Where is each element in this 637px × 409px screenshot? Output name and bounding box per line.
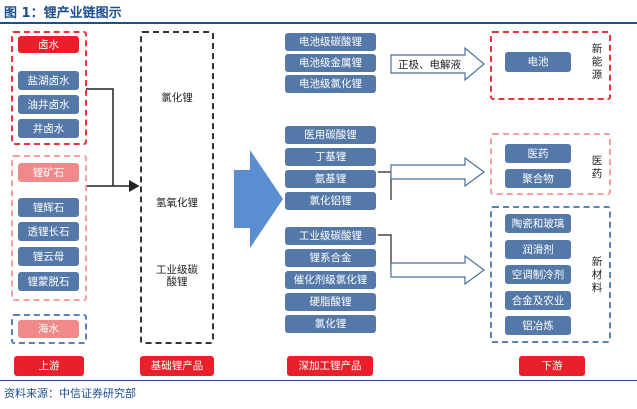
brine-item: 油井卤水 bbox=[18, 95, 79, 114]
downstream-medicine-label: 医药 bbox=[591, 155, 603, 180]
source-note: 资料来源：中信证券研究部 bbox=[4, 387, 136, 400]
downstream-energy-label: 新能源 bbox=[591, 43, 603, 81]
ore-item: 透锂长石 bbox=[18, 222, 79, 241]
downstream-item: 铝冶炼 bbox=[505, 316, 571, 335]
basic-product: 氢氧化锂 bbox=[147, 193, 207, 213]
sea-group bbox=[11, 314, 87, 344]
ore-item: 锂云母 bbox=[18, 247, 79, 266]
deep-product-pharma: 氯化铝锂 bbox=[285, 192, 376, 210]
downstream-medicine-group bbox=[490, 133, 611, 195]
downstream-item: 电池 bbox=[505, 52, 571, 72]
brine-item: 盐湖卤水 bbox=[18, 71, 79, 90]
downstream-energy-group bbox=[490, 31, 611, 100]
figure-title: 图 1：锂产业链图示 bbox=[4, 6, 122, 21]
basic-products-group bbox=[140, 31, 214, 344]
deep-product-battery: 电池级碳酸锂 bbox=[285, 33, 376, 51]
downstream-item: 聚合物 bbox=[505, 169, 571, 188]
ore-item: 锂蒙脱石 bbox=[18, 272, 79, 291]
deep-product-materials: 催化剂级氯化锂 bbox=[285, 271, 376, 289]
sea-item: 海水 bbox=[18, 320, 79, 338]
deep-product-pharma: 医用碳酸锂 bbox=[285, 126, 376, 144]
deep-product-materials: 氯化锂 bbox=[285, 315, 376, 333]
ore-header: 锂矿石 bbox=[18, 163, 79, 182]
ore-group bbox=[11, 155, 87, 301]
deep-product-materials: 硬脂酸锂 bbox=[285, 293, 376, 311]
deep-product-materials: 锂系合金 bbox=[285, 249, 376, 267]
ore-item: 锂辉石 bbox=[18, 198, 79, 217]
downstream-item: 医药 bbox=[505, 144, 571, 163]
downstream-item: 合金及农业 bbox=[505, 291, 571, 310]
stage-label-downstream: 下游 bbox=[519, 356, 585, 376]
deep-product-battery: 电池级金属锂 bbox=[285, 54, 376, 72]
downstream-item: 空调制冷剂 bbox=[505, 265, 571, 284]
downstream-materials-label: 新材料 bbox=[591, 256, 603, 294]
battery-arrow-label: 正极、电解液 bbox=[398, 59, 461, 71]
stage-label-deep: 深加工锂产品 bbox=[287, 356, 373, 376]
basic-product: 工业级碳酸锂 bbox=[149, 262, 205, 290]
deep-product-pharma: 氨基锂 bbox=[285, 170, 376, 188]
deep-product-materials: 工业级碳酸锂 bbox=[285, 227, 376, 245]
brine-group bbox=[11, 31, 87, 145]
deep-product-battery: 电池级氯化锂 bbox=[285, 75, 376, 93]
basic-product: 氯化锂 bbox=[147, 88, 207, 108]
brine-header: 卤水 bbox=[18, 36, 79, 53]
downstream-materials-group bbox=[490, 206, 611, 343]
main-flow-arrow bbox=[234, 150, 283, 248]
downstream-item: 陶瓷和玻璃 bbox=[505, 214, 571, 233]
deep-product-pharma: 丁基锂 bbox=[285, 148, 376, 166]
downstream-item: 润滑剂 bbox=[505, 240, 571, 259]
stage-label-upstream: 上游 bbox=[14, 356, 84, 376]
title-divider bbox=[0, 22, 637, 24]
source-divider bbox=[0, 380, 637, 381]
stage-label-basic: 基础锂产品 bbox=[140, 356, 214, 376]
brine-item: 井卤水 bbox=[18, 119, 79, 138]
